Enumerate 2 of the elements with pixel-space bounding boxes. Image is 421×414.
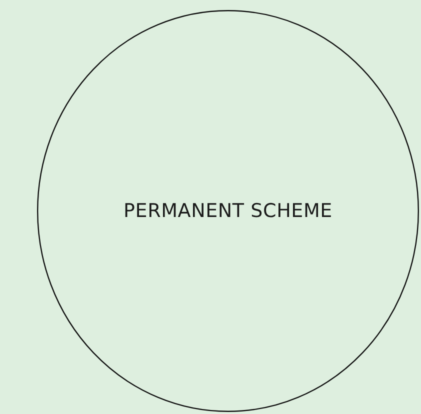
circle-node — [37, 10, 419, 412]
node-label: PERMANENT SCHEME — [124, 200, 332, 222]
